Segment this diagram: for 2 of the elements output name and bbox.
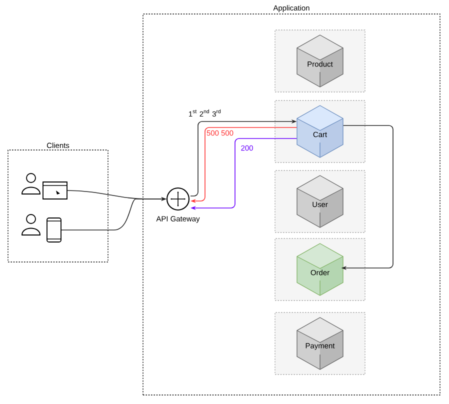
browser-window-icon: [42, 182, 68, 200]
phone-icon: [46, 218, 62, 242]
